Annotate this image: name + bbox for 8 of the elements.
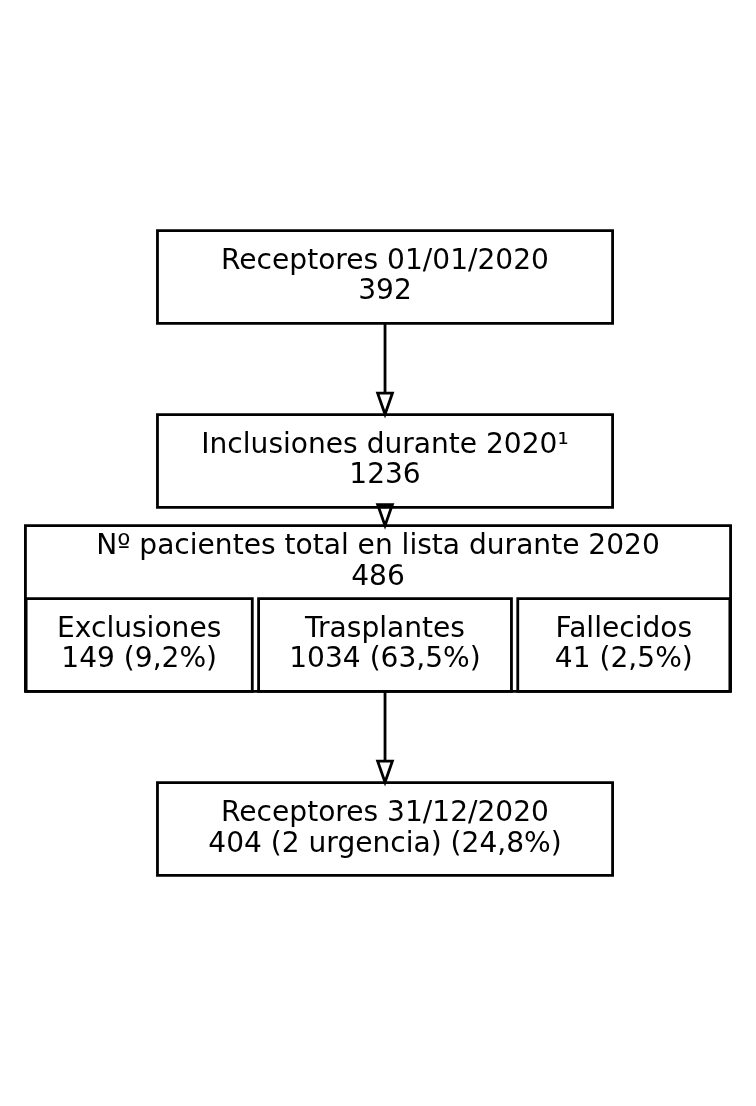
node-box: Trasplantes 1034 (63,5%) (257, 597, 513, 693)
arrow (375, 503, 395, 530)
node-box: Receptores 01/01/2020 392 (156, 229, 614, 325)
node-box: Fallecidos 41 (2,5%) (516, 597, 732, 693)
arrow (375, 691, 395, 787)
node-box: Receptores 31/12/2020 404 (2 urgencia) (24,8%) (156, 781, 614, 877)
arrow (375, 323, 395, 419)
node-box: Exclusiones 149 (9,2%) (24, 597, 254, 693)
